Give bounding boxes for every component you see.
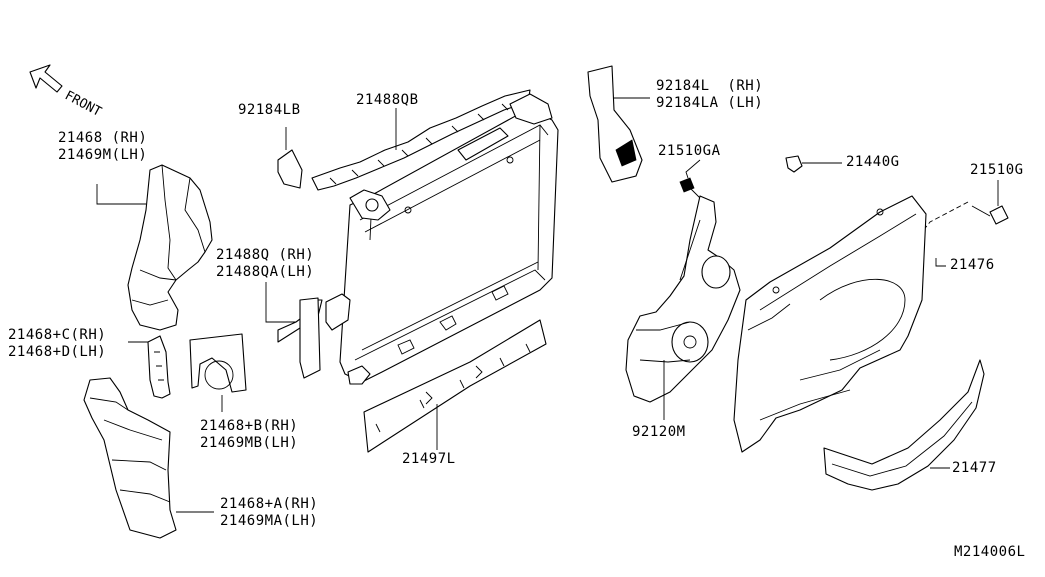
lower-shroud-part xyxy=(823,359,985,491)
shield-plate-b-part xyxy=(189,333,247,393)
label-21476: 21476 xyxy=(950,257,995,273)
label-21510ga: 21510GA xyxy=(658,143,721,159)
label-21488q: 21488Q (RH)21488QA(LH) xyxy=(216,247,315,280)
side-seal-part xyxy=(277,297,323,379)
label-92184l: 92184L (RH)92184LA (LH) xyxy=(656,78,764,111)
front-arrow-icon xyxy=(29,64,63,93)
label-21497l: 21497L xyxy=(402,451,456,467)
label-21468c: 21468+C(RH)21468+D(LH) xyxy=(8,327,107,360)
front-label: FRONT xyxy=(62,88,104,120)
label-92120m: 92120M xyxy=(632,424,686,440)
bracket-c-part xyxy=(147,335,171,399)
lower-seal-part xyxy=(363,319,547,453)
diagram-ref-code: M214006L xyxy=(954,544,1026,560)
label-21510g: 21510G xyxy=(970,162,1024,178)
fan-shroud-part xyxy=(733,195,927,453)
label-21440g: 21440G xyxy=(846,154,900,170)
fan-motor-part xyxy=(625,195,741,403)
air-guide-upper-part xyxy=(127,164,213,331)
label-21477: 21477 xyxy=(952,460,997,476)
label-21468b: 21468+B(RH)21469MB(LH) xyxy=(200,418,299,451)
plate-92184l-part xyxy=(587,65,643,183)
plate-92184lb-part xyxy=(277,149,303,189)
clip-21440g-part xyxy=(785,155,803,173)
radiator-part xyxy=(325,93,559,385)
label-92184lb: 92184LB xyxy=(238,102,301,118)
label-21468: 21468 (RH)21469M(LH) xyxy=(58,130,148,163)
label-21488qb: 21488QB xyxy=(356,92,419,108)
bolt-21510g-part xyxy=(971,205,1009,225)
air-guide-lower-part xyxy=(83,377,177,539)
bolt-21510ga-part xyxy=(679,177,703,201)
label-21468a: 21468+A(RH)21469MA(LH) xyxy=(220,496,319,529)
